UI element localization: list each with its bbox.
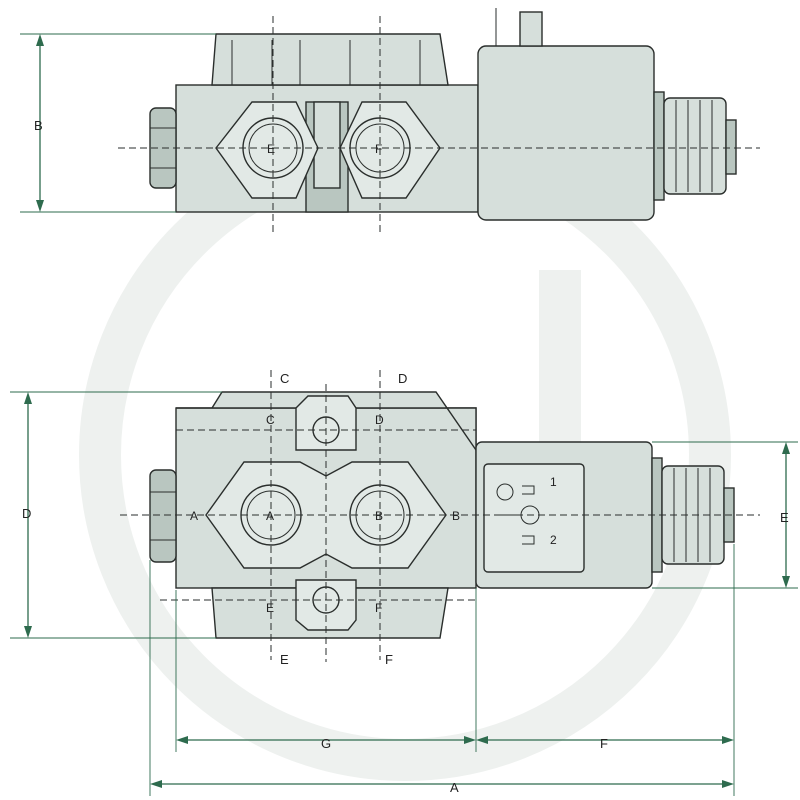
front-view: A B A B C D E F 1 2 C D [10, 370, 798, 796]
top-solenoid-coil [477, 45, 655, 221]
dim-label-f: F [600, 736, 608, 751]
top-connector-pin [519, 11, 543, 47]
top-manual-override-knob [663, 97, 727, 195]
dim-label-e: E [780, 510, 789, 525]
connector-pin-2: 2 [550, 533, 557, 547]
dim-label-a: A [450, 780, 459, 795]
top-port-label-e: E [267, 142, 275, 156]
front-inner-label-f: F [375, 601, 382, 615]
front-side-label-a: A [190, 509, 198, 523]
front-inner-label-e: E [266, 601, 274, 615]
section-label-c: C [280, 371, 289, 386]
section-label-e: E [280, 652, 289, 667]
section-label-d: D [398, 371, 407, 386]
front-hex-nut [149, 469, 177, 563]
top-valve-housing [211, 33, 449, 86]
front-port-label-a: A [266, 509, 274, 523]
front-valve-housing-top [176, 391, 477, 453]
front-connector-plate [483, 463, 585, 573]
front-side-label-b: B [452, 509, 460, 523]
section-label-f: F [385, 652, 393, 667]
top-view: E F B [20, 8, 760, 232]
dim-label-b: B [34, 118, 43, 133]
dim-label-g: G [321, 736, 331, 751]
connector-pin-1: 1 [550, 475, 557, 489]
top-port-label-f: F [375, 142, 382, 156]
dim-label-d: D [22, 506, 31, 521]
front-port-label-b: B [375, 509, 383, 523]
